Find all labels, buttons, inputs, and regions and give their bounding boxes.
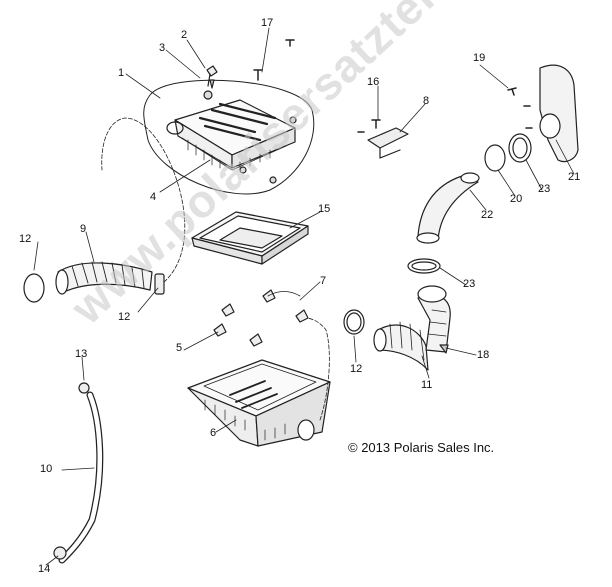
- leader-lines: [33, 27, 575, 566]
- airbox-base: [187, 317, 331, 447]
- callout-12-left: 12: [19, 233, 32, 245]
- callout-13: 13: [75, 348, 88, 360]
- drain-tube-10: [53, 382, 104, 564]
- callout-12-center: 12: [350, 363, 363, 375]
- callout-1: 1: [118, 67, 125, 79]
- callout-6: 6: [210, 427, 217, 439]
- callout-18: 18: [477, 349, 490, 361]
- copyright-notice: © 2013 Polaris Sales Inc.: [348, 440, 495, 455]
- callout-19: 19: [473, 52, 486, 64]
- callout-23-lower: 23: [463, 278, 476, 290]
- callout-4: 4: [150, 191, 157, 203]
- callout-8: 8: [423, 95, 430, 107]
- bracket-8: [357, 119, 409, 159]
- callout-15: 15: [318, 203, 331, 215]
- callout-2: 2: [181, 29, 188, 41]
- callout-16: 16: [367, 76, 380, 88]
- callout-14: 14: [38, 563, 51, 575]
- clamp-23-lower: [407, 258, 441, 274]
- outlet-21: [507, 64, 579, 163]
- callout-3: 3: [159, 42, 166, 54]
- callout-11: 11: [421, 379, 433, 391]
- callout-9: 9: [80, 223, 87, 235]
- clips-5-7: [213, 289, 309, 347]
- callout-5: 5: [176, 342, 183, 354]
- elbow-duct-11: [373, 285, 451, 371]
- callout-7: 7: [320, 275, 327, 287]
- clip-hardware: [206, 65, 218, 87]
- airbox-cover: [143, 79, 315, 195]
- intake-duct-9: [23, 117, 186, 303]
- clamps-20-23: [484, 133, 532, 172]
- air-filter: [191, 211, 309, 265]
- callout-21: 21: [568, 171, 581, 183]
- callout-17: 17: [261, 17, 274, 29]
- clamp-12-center: [343, 309, 365, 335]
- callout-10: 10: [40, 463, 53, 475]
- callout-23-upper: 23: [538, 183, 551, 195]
- callout-12-lower: 12: [118, 311, 131, 323]
- hose-22: [416, 172, 480, 244]
- callout-22: 22: [481, 209, 494, 221]
- screw-17: [253, 39, 295, 81]
- callout-20: 20: [510, 193, 523, 205]
